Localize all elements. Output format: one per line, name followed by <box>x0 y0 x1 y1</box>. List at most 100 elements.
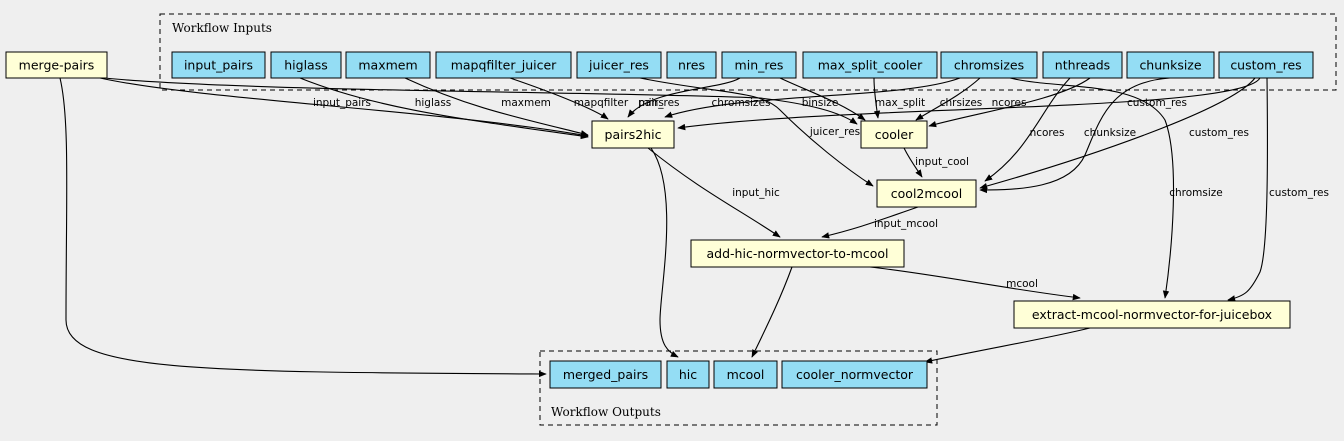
edge-line <box>299 77 589 140</box>
node-box <box>1013 300 1291 329</box>
edge-cool2mcool-to-add-hic-normvector-to-mcool: input_mcool <box>821 206 938 239</box>
edge-mapqfilter-juicer-to-pairs2hic: mapqfilter <box>509 77 629 120</box>
output-node-merged-pairs[interactable]: merged_pairs <box>549 360 662 389</box>
input-node-custom-res[interactable]: custom_res <box>1218 51 1314 79</box>
node-label: juicer_res <box>588 58 649 73</box>
node-box <box>666 360 710 389</box>
input-node-min-res[interactable]: min_res <box>721 51 797 79</box>
node-box <box>549 360 662 389</box>
edge-line <box>677 77 1261 131</box>
edge-line <box>979 77 1256 190</box>
edge-label: pairs <box>638 97 664 109</box>
input-node-chunksize[interactable]: chunksize <box>1126 51 1215 79</box>
input-node-nres[interactable]: nres <box>666 51 717 79</box>
step-node-cooler[interactable]: cooler <box>860 120 928 149</box>
step-node-pairs2hic[interactable]: pairs2hic <box>591 120 675 149</box>
edge-higlass-to-pairs2hic: higlass <box>299 77 589 140</box>
edge-label: min_res <box>638 97 679 109</box>
node-label: custom_res <box>1230 58 1301 73</box>
workflow-inputs-label: Workflow Inputs <box>172 21 272 35</box>
edge-chromsizes-to-pairs2hic: chromsizes <box>664 77 961 118</box>
edge-custom-res-to-cool2mcool: custom_res <box>979 77 1256 190</box>
edge-label: ncores <box>992 97 1027 109</box>
node-box <box>576 51 662 79</box>
node-box <box>713 360 778 389</box>
step-node-merge-pairs[interactable]: merge-pairs <box>5 51 108 79</box>
node-label: cooler <box>875 127 914 142</box>
input-node-chromsizes[interactable]: chromsizes <box>940 51 1038 79</box>
edge-nthreads-to-cool2mcool: ncores <box>984 77 1071 182</box>
edge-label: input_cool <box>915 156 969 168</box>
step-node-extract-mcool-normvector-for-juicebox[interactable]: extract-mcool-normvector-for-juicebox <box>1013 300 1291 329</box>
output-node-cooler-normvector[interactable]: cooler_normvector <box>781 360 928 389</box>
edge-add-hic-normvector-to-mcool-to-extract-mcool-normvector-for-juicebox: mcool <box>869 266 1081 301</box>
node-label: maxmem <box>358 58 417 73</box>
node-label: add-hic-normvector-to-mcool <box>707 246 889 261</box>
edge-label: input_pairs <box>313 97 371 109</box>
edge-maxmem-to-pairs2hic: maxmem <box>404 77 589 137</box>
node-label: higlass <box>284 58 328 73</box>
node-label: max_split_cooler <box>818 58 923 73</box>
edge-label: ncores <box>1030 127 1065 139</box>
step-node-add-hic-normvector-to-mcool[interactable]: add-hic-normvector-to-mcool <box>690 239 905 268</box>
edge-line <box>928 77 1091 128</box>
edge-line <box>627 77 741 118</box>
edge-line <box>869 266 1081 301</box>
edge-extract-mcool-normvector-for-juicebox-to-cooler-normvector <box>924 327 1091 364</box>
edge-label: custom_res <box>1189 127 1249 139</box>
input-node-maxmem[interactable]: maxmem <box>345 51 431 79</box>
edge-line <box>979 77 1171 194</box>
edge-label: mcool <box>1006 278 1038 290</box>
edge-nthreads-to-cooler: ncores <box>928 77 1091 128</box>
node-box <box>781 360 928 389</box>
node-box <box>1126 51 1215 79</box>
workflow-inputs-cluster: Workflow Inputs <box>159 13 1337 91</box>
edge-line <box>647 147 781 238</box>
edge-line <box>664 77 961 118</box>
node-box <box>876 179 977 208</box>
node-box <box>666 51 717 79</box>
edge-label: maxmem <box>501 97 551 109</box>
node-label: min_res <box>735 58 784 73</box>
node-label: chunksize <box>1139 58 1201 73</box>
node-box <box>860 120 928 149</box>
node-box <box>345 51 431 79</box>
edge-label: max_split <box>875 97 925 109</box>
edge-label: higlass <box>415 97 452 109</box>
node-box <box>5 51 108 79</box>
edge-merge-pairs-to-merged-pairs <box>59 77 547 378</box>
node-box <box>270 51 342 79</box>
input-node-juicer-res[interactable]: juicer_res <box>576 51 662 79</box>
node-box <box>1042 51 1123 79</box>
edge-chromsizes-to-cooler: chrsizes <box>915 77 983 121</box>
edge-min-res-to-cooler: binsize <box>779 77 866 121</box>
edge-line <box>404 77 589 137</box>
edge-line <box>751 266 793 358</box>
output-node-hic[interactable]: hic <box>666 360 710 389</box>
edge-line <box>639 77 874 187</box>
edge-label: juicer_res <box>809 126 860 138</box>
output-node-mcool[interactable]: mcool <box>713 360 778 389</box>
edge-line <box>903 147 923 178</box>
node-box <box>435 51 572 79</box>
edge-line <box>873 77 881 119</box>
edge-line <box>99 77 589 138</box>
input-node-mapqfilter-juicer[interactable]: mapqfilter_juicer <box>435 51 572 79</box>
edge-label: chrsizes <box>940 97 983 109</box>
edge-juicer-res-to-cool2mcool: juicer_res <box>639 77 874 187</box>
node-label: mcool <box>727 367 765 382</box>
edge-chromsizes-to-extract-mcool-normvector-for-juicebox: chromsize <box>1009 77 1223 299</box>
workflow-outputs-cluster: Workflow Outputs <box>539 350 938 426</box>
step-node-cool2mcool[interactable]: cool2mcool <box>876 179 977 208</box>
edge-add-hic-normvector-to-mcool-to-mcool <box>751 266 793 358</box>
workflow-outputs-label: Workflow Outputs <box>551 405 661 419</box>
edge-line <box>984 77 1071 182</box>
input-node-nthreads[interactable]: nthreads <box>1042 51 1123 79</box>
edge-min-res-to-pairs2hic: min_res <box>627 77 741 118</box>
edge-label: chromsizes <box>712 97 771 109</box>
node-label: pairs2hic <box>605 127 662 142</box>
input-node-input-pairs[interactable]: input_pairs <box>171 51 266 79</box>
node-label: extract-mcool-normvector-for-juicebox <box>1032 307 1272 322</box>
input-node-higlass[interactable]: higlass <box>270 51 342 79</box>
input-node-max-split-cooler[interactable]: max_split_cooler <box>802 51 938 79</box>
